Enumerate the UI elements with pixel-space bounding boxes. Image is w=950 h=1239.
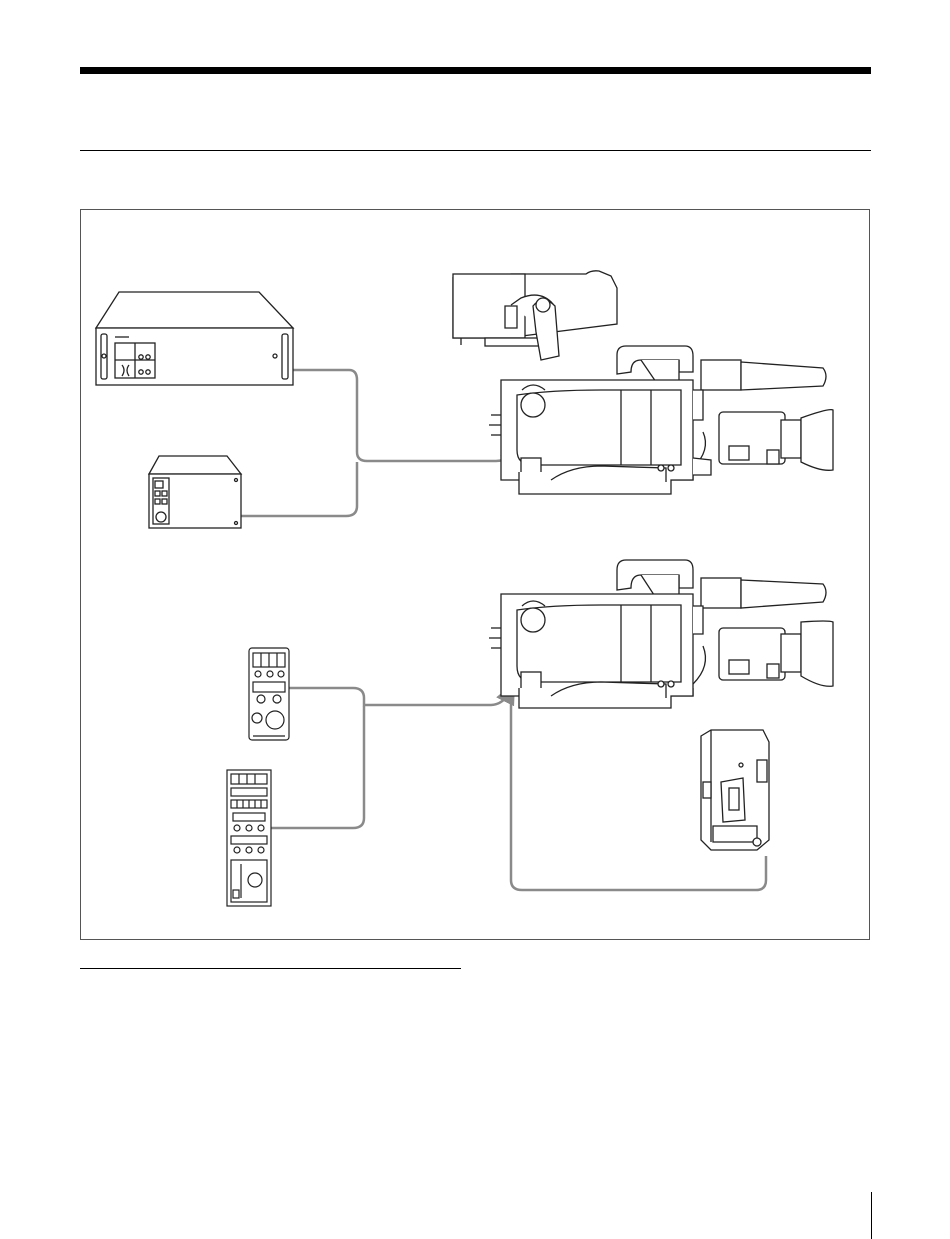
section-rule — [80, 150, 871, 151]
connection-diagram — [81, 210, 871, 941]
page-header-rule — [80, 67, 871, 74]
camera-box-icon — [149, 456, 241, 528]
cable-rack-to-camera — [293, 370, 518, 461]
cable-remote-to-camera — [287, 684, 514, 705]
camera-lower-icon — [489, 560, 833, 708]
subsection-rule — [80, 968, 461, 969]
rack-unit-icon — [96, 292, 293, 385]
connection-diagram-frame — [80, 209, 870, 940]
master-unit-icon — [227, 770, 271, 906]
camera-upper-icon — [453, 271, 833, 494]
cable-box-to-camera — [241, 462, 357, 516]
page-edge-rule — [871, 1192, 872, 1239]
battery-adaptor-icon — [701, 730, 769, 850]
remote-panel-icon — [249, 648, 289, 740]
